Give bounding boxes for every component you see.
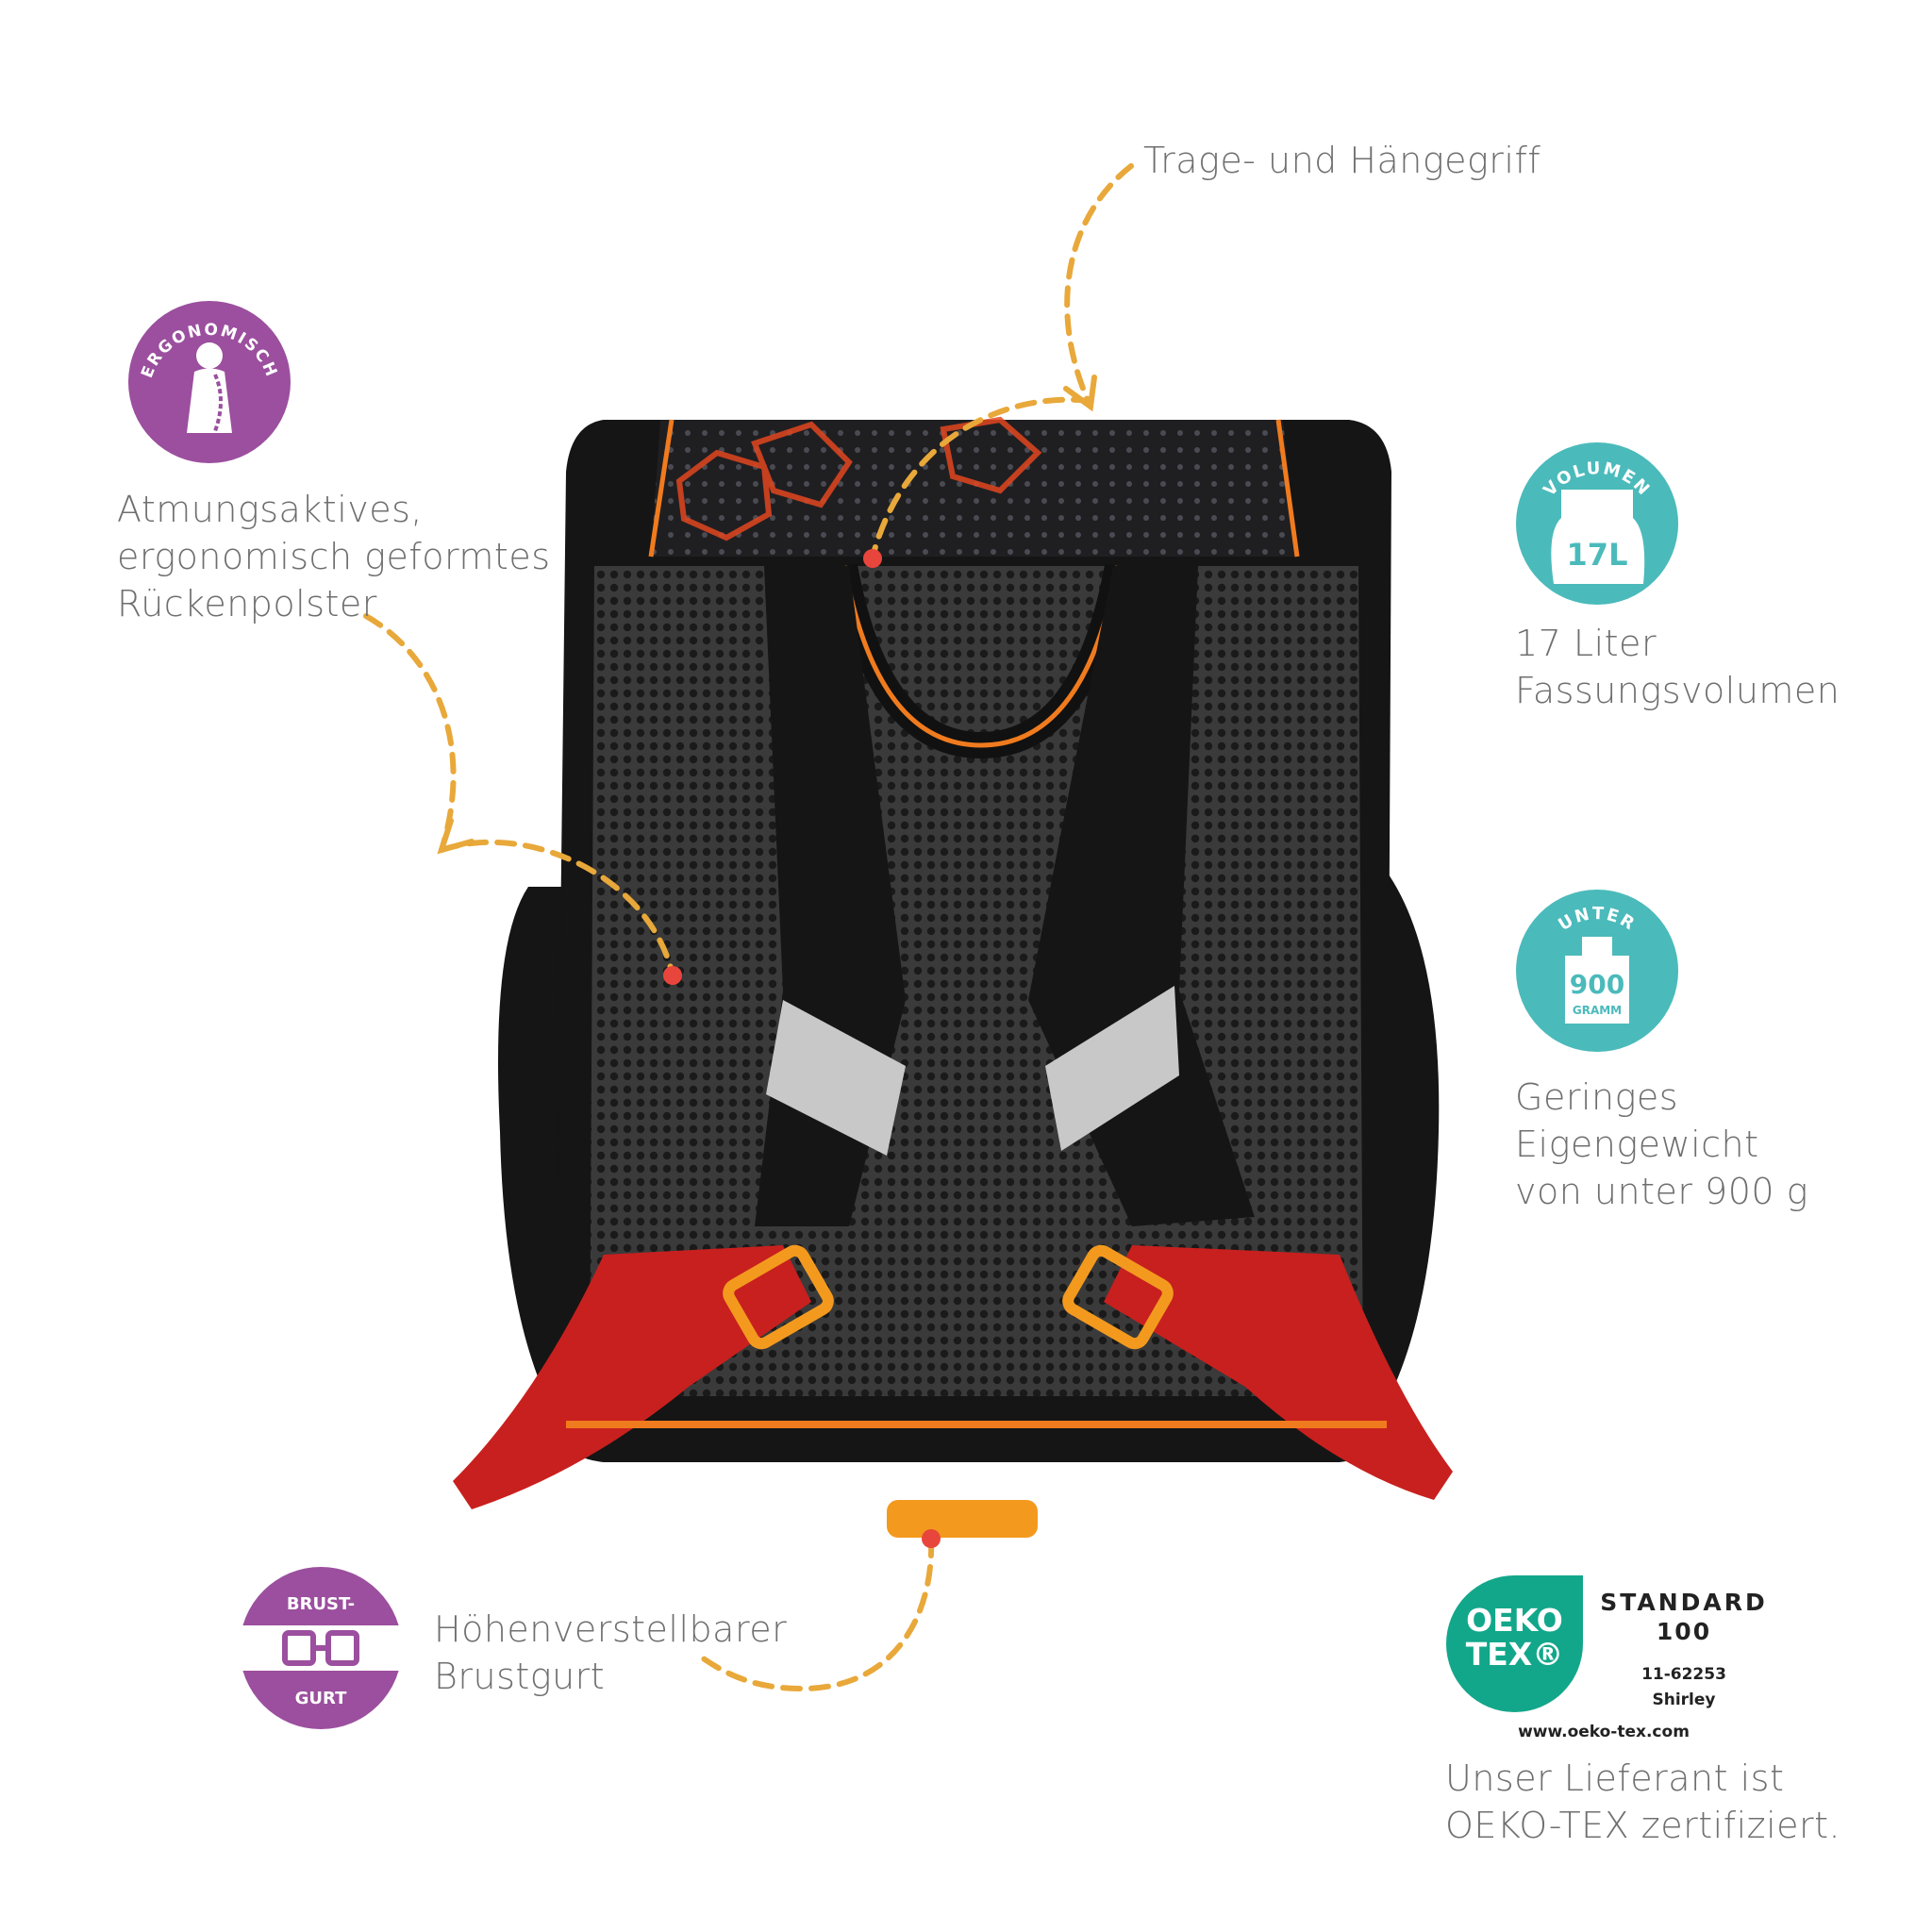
logo-line: TEX® xyxy=(1465,1636,1564,1673)
spine-icon xyxy=(187,342,232,433)
label-line: von unter 900 g xyxy=(1515,1171,1808,1212)
oeko-note-label: Unser Lieferant ist OEKO-TEX zertifizier… xyxy=(1445,1755,1840,1849)
chest-callout-line xyxy=(699,1536,935,1692)
institute-name: Shirley xyxy=(1652,1690,1716,1709)
label-line: ergonomisch geformtes xyxy=(117,536,551,577)
weight-value: 900 xyxy=(1570,969,1624,1000)
back-callout-line xyxy=(363,613,457,853)
chest-marker-dot xyxy=(922,1529,941,1548)
label-line: Geringes xyxy=(1515,1076,1679,1118)
logo-line: OEKO xyxy=(1466,1602,1563,1639)
badge-bottom-text: GURT xyxy=(295,1689,347,1708)
handle-marker-dot xyxy=(863,549,882,568)
badge-top-text: BRUST- xyxy=(287,1594,355,1614)
label-line: Atmungsaktives, xyxy=(117,489,424,530)
standard-text: STANDARD xyxy=(1600,1589,1768,1616)
handle-label: Trage- und Hängegriff xyxy=(1143,140,1541,181)
volume-value: 17L xyxy=(1567,537,1628,573)
chest-strap-label: Höhenverstellbarer Brustgurt xyxy=(434,1606,787,1700)
volume-label: 17 Liter Fassungsvolumen xyxy=(1515,620,1840,714)
back-marker-dot xyxy=(663,966,682,985)
weight-icon xyxy=(1565,937,1629,1024)
standard-number: 100 xyxy=(1656,1618,1712,1645)
label-line: Rückenpolster xyxy=(117,583,377,625)
label-line: Brustgurt xyxy=(434,1656,606,1697)
label-line: Fassungsvolumen xyxy=(1515,670,1840,711)
weight-unit: GRAMM xyxy=(1573,1004,1622,1017)
backpack-icon xyxy=(1551,490,1645,584)
label-line: 17 Liter xyxy=(1515,623,1657,664)
weight-label: Geringes Eigengewicht von unter 900 g xyxy=(1515,1074,1808,1215)
handle-callout-line xyxy=(1064,163,1134,409)
weight-badge: UNTER 900 GRAMM xyxy=(1516,890,1678,1052)
back-padding-label: Atmungsaktives, ergonomisch geformtes Rü… xyxy=(117,486,551,627)
oeko-tex-logo: OEKO TEX® xyxy=(1446,1575,1583,1712)
buckle-icon xyxy=(282,1630,359,1666)
label-line: OEKO-TEX zertifiziert. xyxy=(1445,1805,1841,1846)
oeko-tex-url[interactable]: www.oeko-tex.com xyxy=(1518,1723,1690,1741)
ergonomic-badge: ERGONOMISCH xyxy=(128,301,291,463)
chest-strap-badge: BRUST- GURT xyxy=(240,1567,402,1729)
label-line: Höhenverstellbarer xyxy=(434,1608,788,1650)
volume-badge: VOLUMEN 17L xyxy=(1516,442,1678,605)
label-line: Eigengewicht xyxy=(1515,1124,1759,1165)
label-line: Unser Lieferant ist xyxy=(1445,1757,1785,1799)
certificate-number: 11-62253 xyxy=(1641,1665,1726,1684)
